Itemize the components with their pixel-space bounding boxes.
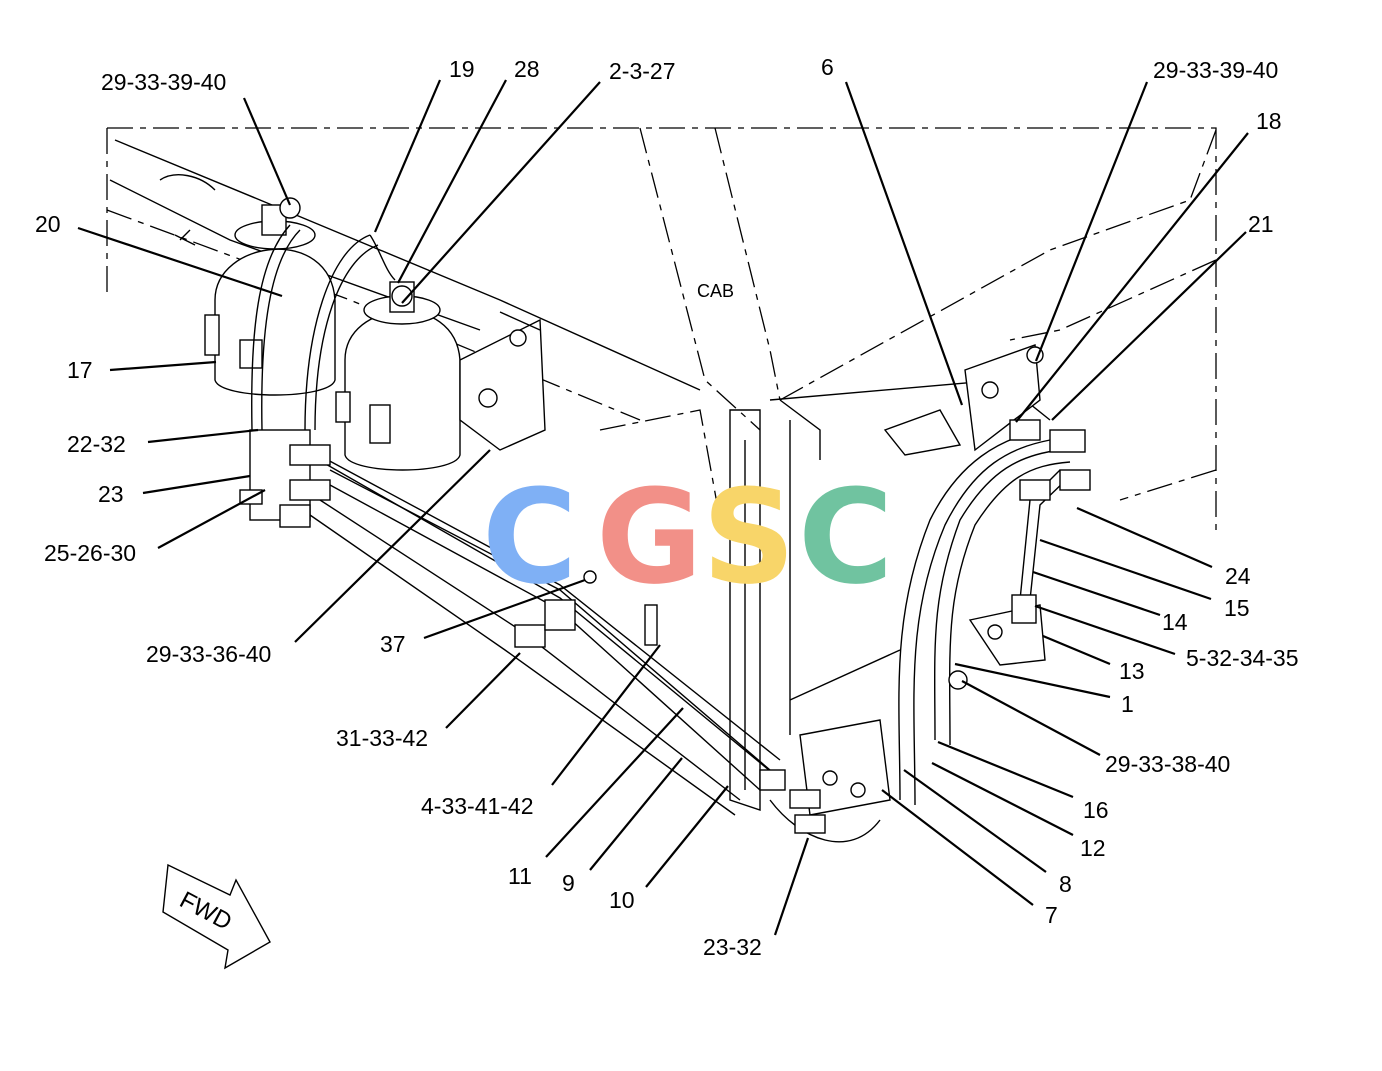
fwd-arrow: FWD	[162, 863, 271, 970]
valve-bracket-right	[883, 344, 1091, 666]
callout-label: 21	[1248, 211, 1274, 237]
callout-label: 24	[1225, 563, 1251, 589]
watermark-letter-g: G	[596, 461, 703, 613]
watermark: C G S C	[482, 461, 893, 613]
watermark-letter-s: S	[702, 461, 796, 613]
callout-label: 11	[508, 863, 532, 889]
callout-label: 5-32-34-35	[1186, 645, 1299, 671]
callout-label: 20	[35, 211, 61, 237]
cab-label: CAB	[697, 281, 734, 301]
bulkhead-plate	[759, 670, 968, 834]
callout-label: 12	[1080, 835, 1106, 861]
callout-label: 10	[609, 887, 635, 913]
accumulator-right	[335, 281, 461, 471]
callout-label: 19	[449, 56, 475, 82]
watermark-letter-c2: C	[798, 461, 893, 613]
callout-label: 29-33-39-40	[101, 69, 226, 95]
callout-label: 31-33-42	[336, 725, 428, 751]
manifold-left	[239, 429, 331, 528]
callout-label: 22-32	[67, 431, 126, 457]
callout-label: 7	[1045, 902, 1058, 928]
callout-label: 4-33-41-42	[421, 793, 534, 819]
callout-label: 18	[1256, 108, 1282, 134]
callout-label: 28	[514, 56, 540, 82]
callout-label: 6	[821, 54, 834, 80]
callout-label: 37	[380, 631, 406, 657]
accumulator-left	[204, 197, 336, 396]
callout-label: 14	[1162, 609, 1188, 635]
callout-labels: 29-33-39-40 19 28 2-3-27 20 17 22-32 23 …	[35, 54, 1299, 960]
watermark-letter-c1: C	[482, 461, 577, 613]
callout-label: 15	[1224, 595, 1250, 621]
callout-label: 29-33-38-40	[1105, 751, 1230, 777]
callout-leader-lines	[77, 79, 1249, 936]
callout-label: 29-33-36-40	[146, 641, 271, 667]
callout-label: 17	[67, 357, 93, 383]
callout-label: 23	[98, 481, 124, 507]
callout-label: 29-33-39-40	[1153, 57, 1278, 83]
callout-label: 8	[1059, 871, 1072, 897]
callout-label: 16	[1083, 797, 1109, 823]
callout-label: 9	[562, 870, 575, 896]
callout-label: 2-3-27	[609, 58, 675, 84]
callout-label: 25-26-30	[44, 540, 136, 566]
callout-label: 23-32	[703, 934, 762, 960]
callout-label: 13	[1119, 658, 1145, 684]
callout-label: 1	[1121, 691, 1134, 717]
line-clamps	[514, 570, 658, 648]
mounting-bracket-left	[459, 311, 546, 451]
